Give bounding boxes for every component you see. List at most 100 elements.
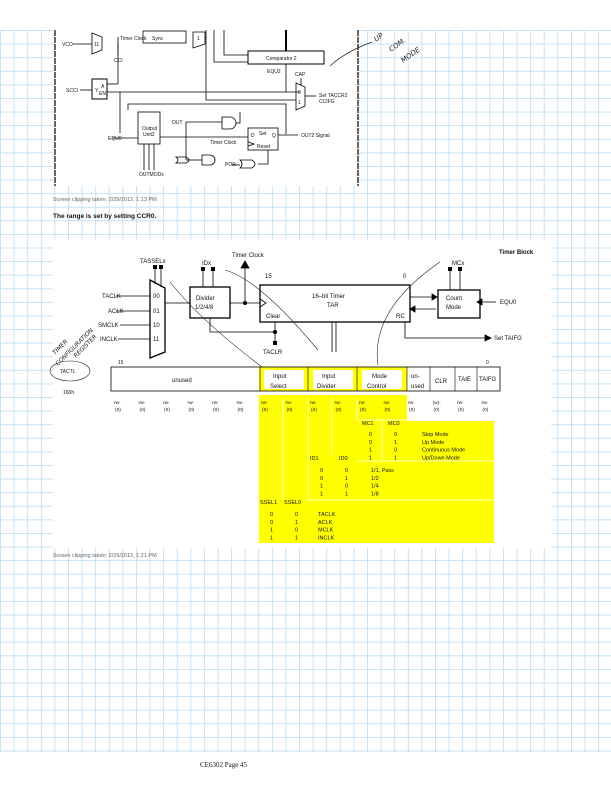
table-meaning: MCLK [318,528,334,534]
screen-clipping-caption-1: Screen clipping taken: 2/29/2012, 1:13 P… [53,197,157,203]
svg-text:Select: Select [270,384,287,390]
register-address: 160h [63,390,74,396]
reset-value: (0) [189,407,195,413]
access-label: rw- [286,400,293,406]
mux-code-10: 10 [153,323,160,329]
input-aclk: ACLK [108,309,124,315]
table-meaning: 1/1, Pass [371,468,394,474]
reset-value: (0) [262,407,268,413]
timer-bit-0: 0 [403,274,407,280]
table-bit: 0 [369,440,372,446]
table-bit: 1 [369,448,372,454]
clipping-timer-block-diagram: Timer Block TASSELx IDx Timer Clock MCx … [49,240,551,548]
idx-label: IDx [202,261,211,267]
d-label: D [251,133,255,139]
svg-text:ID1: ID1 [310,456,319,462]
timer-clear: Clear [266,314,280,320]
buffer-label: 1 [197,36,200,42]
output-unit-label-2: Unit2 [143,132,155,138]
access-label: rw- [359,400,366,406]
access-label: rw- [482,400,489,406]
cci-label: CCI [114,58,123,64]
table-bit: 1 [320,484,323,490]
reset-value: (0) [140,407,146,413]
table-meaning: ACLK [318,520,333,526]
reset-value: (0) [238,407,244,413]
mcx-label: MCx [452,261,464,267]
reset-value: (0) [287,407,293,413]
input-taclk: TACLK [102,294,121,300]
field-mode-control: Mode [372,374,388,380]
mux-0-label: 0 [298,90,301,96]
reset-value: (0) [213,407,219,413]
table-meaning: INCLK [318,535,335,541]
table-bit: 1 [295,535,298,541]
access-label: rw- [163,400,170,406]
y-label: Y [95,88,99,94]
table-meaning: Up/Down Mode [422,455,460,461]
table-bit: 0 [369,432,372,438]
tasselx-label: TASSELx [140,259,166,265]
scci-label: SCCI [66,88,78,94]
equ0-label: EQU0 [500,300,517,306]
set-taifg-label: Set TAIFG [494,336,522,342]
taclr-label: TACLR [263,350,283,356]
input-smclk: SMCLK [98,323,119,329]
por-label: POR [225,162,236,168]
field-taie: TAIE [458,377,471,383]
field-input-select: Input [273,374,287,380]
reset-value: (0) [360,407,366,413]
timer-name: 16–bit Timer [312,294,345,300]
table-meaning: Continuous Mode [422,448,465,454]
table-bit: 1 [270,535,273,541]
divider-label: Divider [196,296,215,302]
access-label: rw- [457,400,464,406]
mux-code-01: 01 [153,309,160,315]
table-bit: 1 [295,520,298,526]
en-label: EN [99,91,106,97]
divider-ratio: 1/2/4/8 [195,305,214,311]
access-label: rw- [114,400,121,406]
field-taifg: TAIFG [479,377,497,383]
table-meaning: Up Mode [422,440,444,446]
reset-label: Reset [257,144,271,150]
timer-clock-label: Timer Clock [232,253,265,259]
register-bit-15: 15 [118,360,124,366]
timer-clock-label-2: Timer Clock [210,140,237,146]
table-bit: 1 [369,455,372,461]
timer-register: TAR [327,303,339,309]
timer-bit-15: 15 [265,274,272,280]
screen-clipping-caption-2: Screen clipping taken: 2/29/2012, 1:21 P… [53,553,157,559]
q-label: Q [272,133,276,139]
svg-text:SSEL0: SSEL0 [284,500,301,506]
reset-value: (0) [483,407,489,413]
reset-value: (0) [336,407,342,413]
comparator-label: Comparator 2 [266,56,297,62]
table-bit: 0 [394,432,397,438]
table-bit: 0 [295,512,298,518]
timer-block-title: Timer Block [499,250,534,256]
svg-text:SSEL1: SSEL1 [260,500,277,506]
svg-text:ID0: ID0 [339,456,348,462]
svg-text:MODE: MODE [400,46,423,65]
table-bit: 0 [320,468,323,474]
mux-1-label: 1 [298,100,301,106]
timer-rc: RC [396,314,405,320]
table-bit: 0 [345,468,348,474]
mux-code-11: 11 [153,337,160,343]
access-label: rw- [237,400,244,406]
access-label: (w)- [433,400,442,406]
table-bit: 0 [394,448,397,454]
table-bit: 0 [270,512,273,518]
register-bit-0: 0 [486,360,489,366]
mux-input-label: 11 [94,42,99,48]
table-meaning: Stop Mode [422,432,449,438]
ccifg-label: CCIFG [319,99,335,105]
table-bit: 1 [394,455,397,461]
reset-value: (0) [385,407,391,413]
mux-code-00: 00 [153,294,160,300]
access-label: rw- [384,400,391,406]
table-bit: 0 [345,484,348,490]
out-label: OUT [172,120,183,126]
field-clr: CLR [435,379,448,385]
